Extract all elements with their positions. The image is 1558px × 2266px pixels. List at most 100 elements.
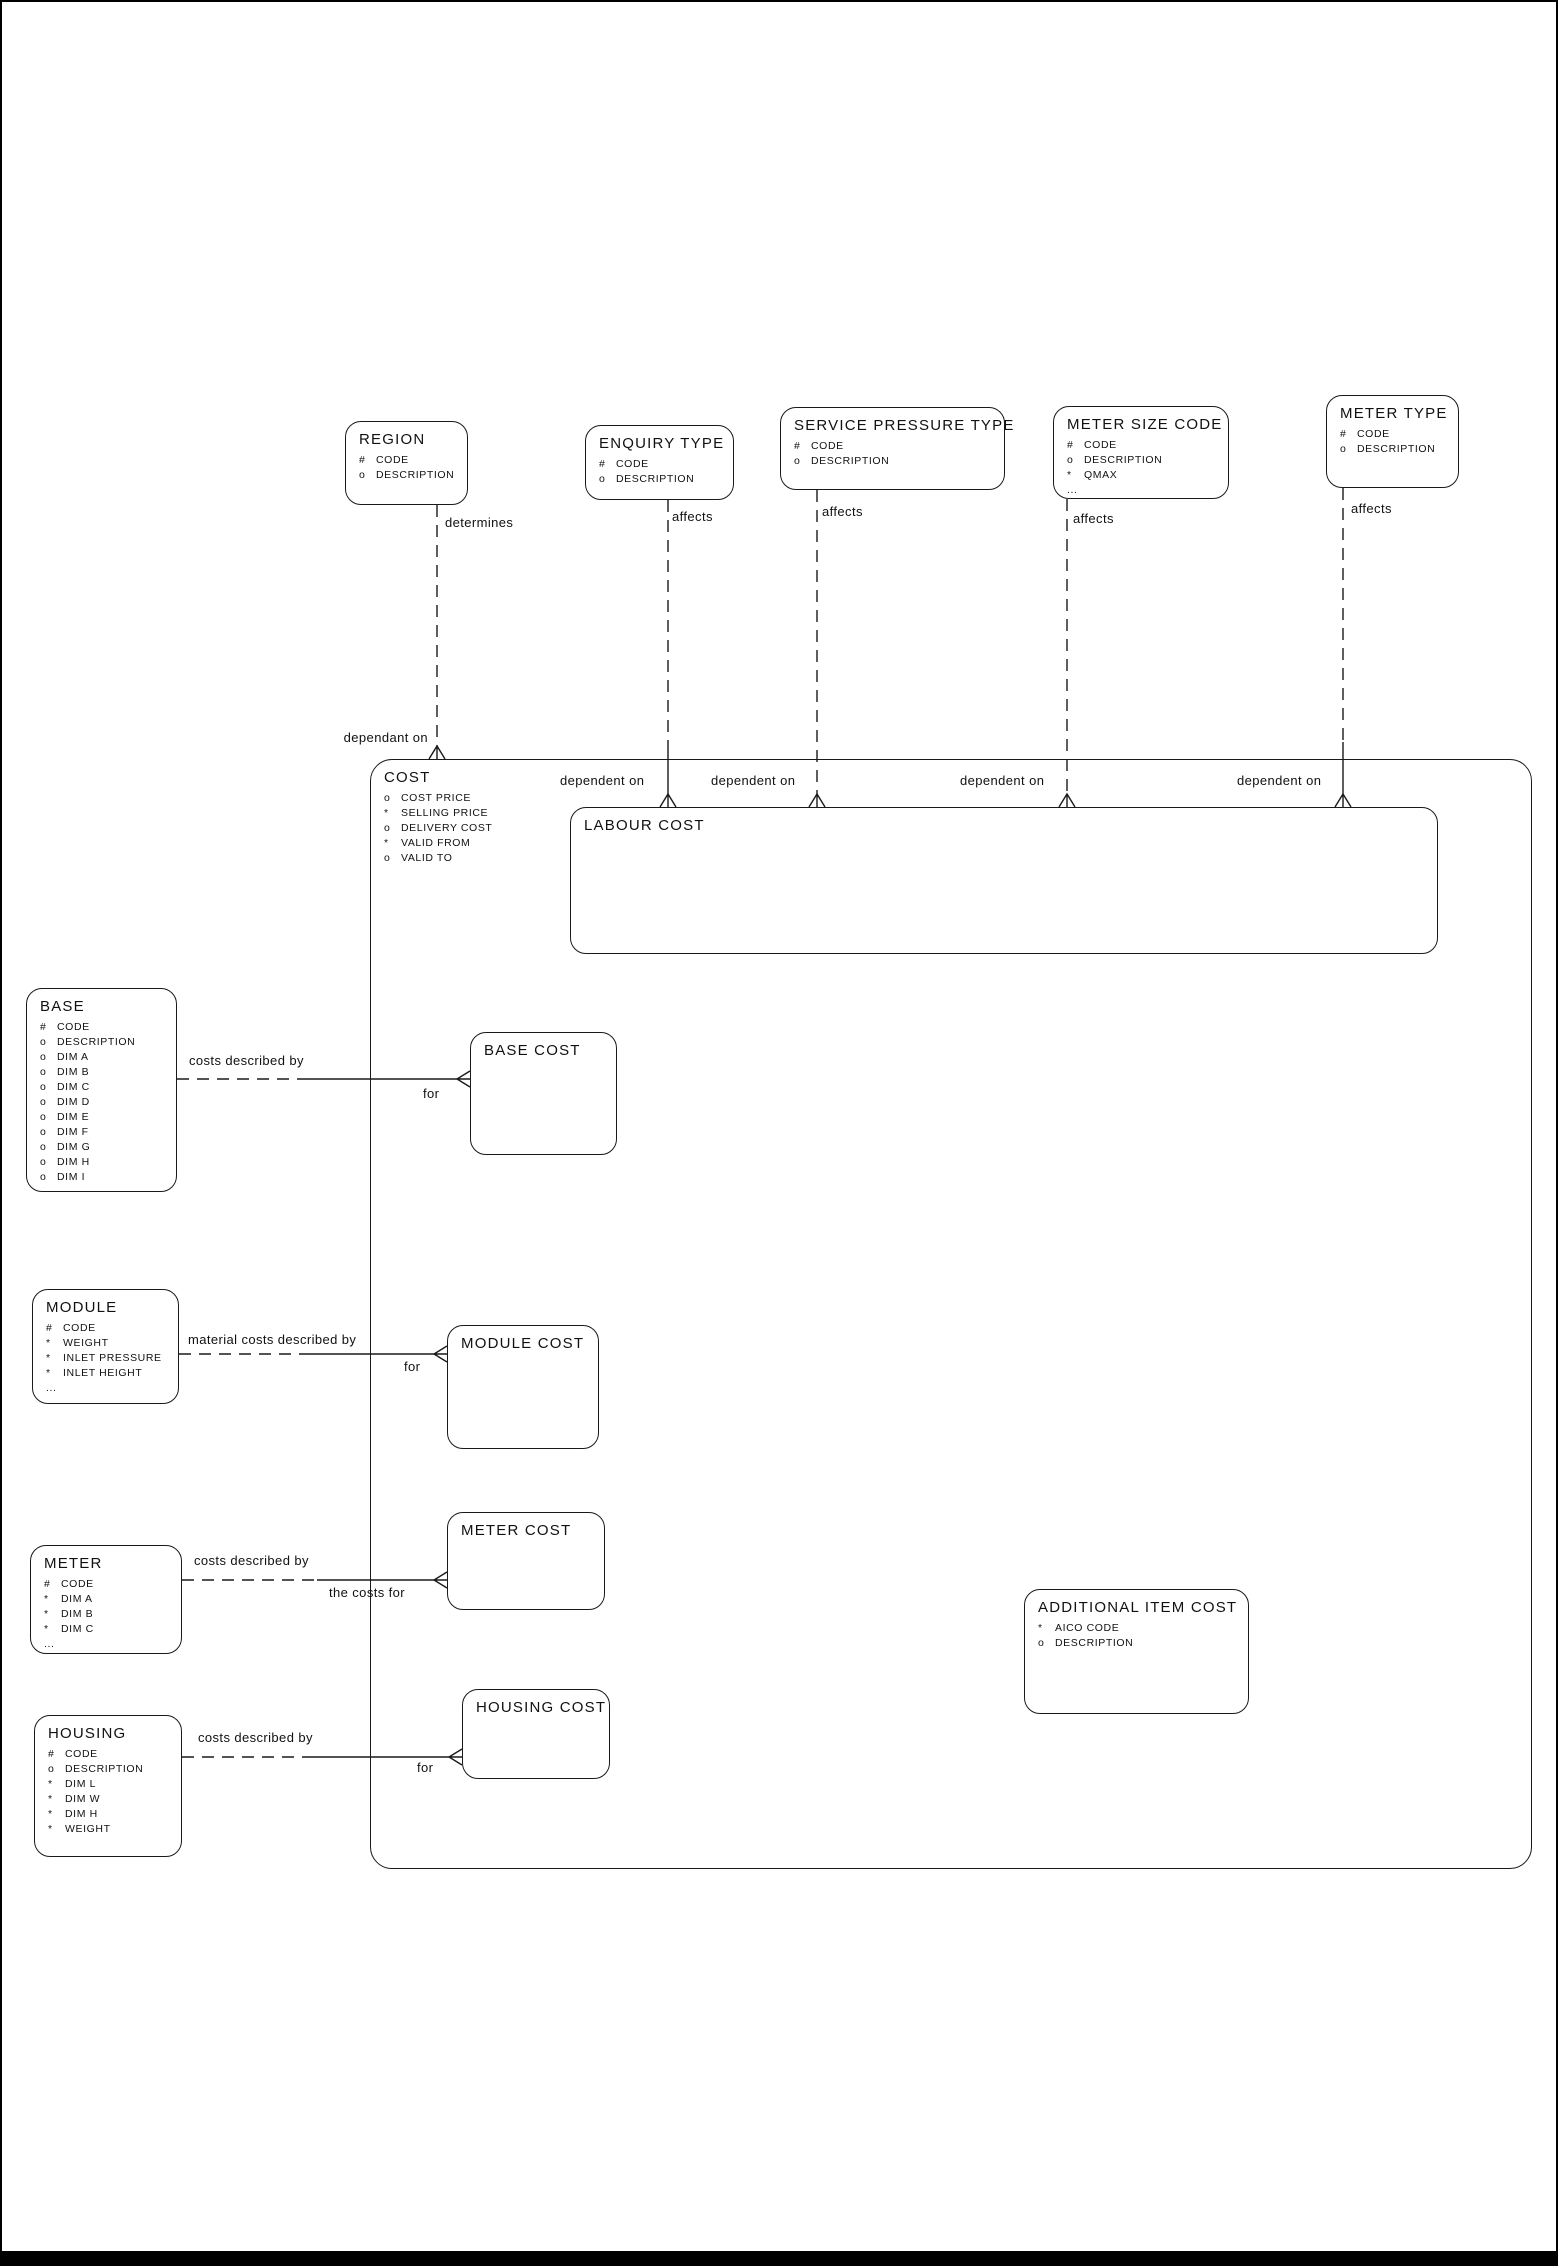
attribute-row: o DIM G	[40, 1140, 170, 1155]
relationship-label: costs described by	[198, 1730, 313, 1745]
attribute-name: DESCRIPTION	[1055, 1637, 1134, 1649]
crow-foot-icon	[428, 744, 446, 760]
attribute-prefix: *	[384, 807, 389, 819]
attribute-name: COST PRICE	[401, 792, 471, 804]
entity-title: LABOUR COST	[584, 817, 705, 834]
attribute-prefix: *	[1038, 1622, 1043, 1634]
attribute-row: ...	[1067, 483, 1222, 498]
attribute-name: DIM I	[57, 1171, 86, 1183]
attribute-row: #CODE	[1340, 427, 1452, 442]
attribute-name: VALID TO	[401, 852, 453, 864]
attribute-row: *INLET HEIGHT	[46, 1366, 172, 1381]
relationship-label: costs described by	[194, 1553, 309, 1568]
attribute-prefix: *	[46, 1352, 51, 1364]
attribute-prefix: o	[40, 1141, 47, 1153]
attribute-prefix: *	[44, 1608, 49, 1620]
attribute-row: o DESCRIPTION	[599, 472, 727, 487]
attribute-prefix: o	[359, 469, 366, 481]
attribute-name: DIM D	[57, 1096, 90, 1108]
attribute-name: DESCRIPTION	[1084, 454, 1163, 466]
attribute-name: DESCRIPTION	[616, 473, 695, 485]
entity-title: METER COST	[461, 1522, 572, 1539]
relationship-label: costs described by	[189, 1053, 304, 1068]
attribute-prefix: *	[48, 1823, 53, 1835]
entity-meter-cost: METER COST	[447, 1512, 605, 1610]
attribute-prefix: #	[1067, 439, 1074, 451]
attribute-row: *DIM A	[44, 1592, 175, 1607]
attribute-prefix: o	[48, 1763, 55, 1775]
attribute-row: *WEIGHT	[46, 1336, 172, 1351]
relationship-label: affects	[822, 504, 863, 519]
attribute-name: DIM E	[57, 1111, 90, 1123]
attribute-prefix: o	[40, 1051, 47, 1063]
attribute-name: DESCRIPTION	[57, 1036, 136, 1048]
attribute-prefix: #	[359, 454, 366, 466]
attribute-row: o DIM I	[40, 1170, 170, 1185]
attribute-prefix: o	[1038, 1637, 1045, 1649]
attribute-row: o DESCRIPTION	[1038, 1636, 1242, 1651]
relationship-label: dependent on	[1237, 773, 1322, 788]
attribute-row: #CODE	[40, 1020, 170, 1035]
attribute-row: * INLET PRESSURE	[46, 1351, 172, 1366]
attribute-row: #CODE	[46, 1321, 172, 1336]
attribute-prefix: o	[40, 1096, 47, 1108]
attribute-name: DESCRIPTION	[376, 469, 455, 481]
attribute-prefix: o	[794, 455, 801, 467]
attribute-prefix: #	[40, 1021, 47, 1033]
attribute-row: *DIM B	[44, 1607, 175, 1622]
attribute-prefix: o	[40, 1171, 47, 1183]
attribute-prefix: *	[48, 1778, 53, 1790]
attribute-name: DESCRIPTION	[65, 1763, 144, 1775]
attribute-prefix: o	[599, 473, 606, 485]
entity-module: MODULE #CODE*WEIGHT*INLET PRESSURE*INLET…	[32, 1289, 179, 1404]
attribute-name: DIM L	[65, 1778, 97, 1790]
entity-title: METER SIZE CODE	[1067, 416, 1223, 433]
attribute-name: DESCRIPTION	[1357, 443, 1436, 455]
attribute-name: DIM A	[57, 1051, 89, 1063]
attribute-prefix: *	[44, 1593, 49, 1605]
attribute-name: INLET PRESSURE	[63, 1352, 162, 1364]
attribute-name: DIM W	[65, 1793, 101, 1805]
relationship-label: affects	[672, 509, 713, 524]
attribute-row: *SELLING PRICE	[384, 806, 1525, 821]
attribute-name: WEIGHT	[65, 1823, 111, 1835]
entity-module-cost: MODULE COST	[447, 1325, 599, 1449]
attribute-prefix: ...	[46, 1382, 57, 1394]
attribute-name: DIM H	[65, 1808, 98, 1820]
attribute-row: o DESCRIPTION	[48, 1762, 175, 1777]
entity-title: BASE COST	[484, 1042, 581, 1059]
attribute-name: DIM G	[57, 1141, 91, 1153]
attribute-prefix: *	[46, 1337, 51, 1349]
relationship-label: material costs described by	[188, 1332, 357, 1347]
attribute-prefix: o	[40, 1066, 47, 1078]
attribute-row: *QMAX	[1067, 468, 1222, 483]
attribute-name: CODE	[811, 440, 844, 452]
entity-title: ENQUIRY TYPE	[599, 435, 725, 452]
attribute-name: QMAX	[1084, 469, 1118, 481]
relationship-label: for	[423, 1086, 440, 1101]
relationship-label: dependent on	[960, 773, 1045, 788]
entity-title: ADDITIONAL ITEM COST	[1038, 1599, 1238, 1616]
relationship-label: the costs for	[329, 1585, 406, 1600]
entity-meter: METER #CODE*DIM A*DIM B*DIM C...	[30, 1545, 182, 1654]
entity-title: BASE	[40, 998, 85, 1015]
attribute-row: #CODE	[1067, 438, 1222, 453]
attribute-prefix: *	[48, 1808, 53, 1820]
attribute-name: DIM H	[57, 1156, 90, 1168]
entity-title: METER TYPE	[1340, 405, 1448, 422]
relationship-label: dependant on	[343, 730, 428, 745]
relationship-label: dependent on	[560, 773, 645, 788]
